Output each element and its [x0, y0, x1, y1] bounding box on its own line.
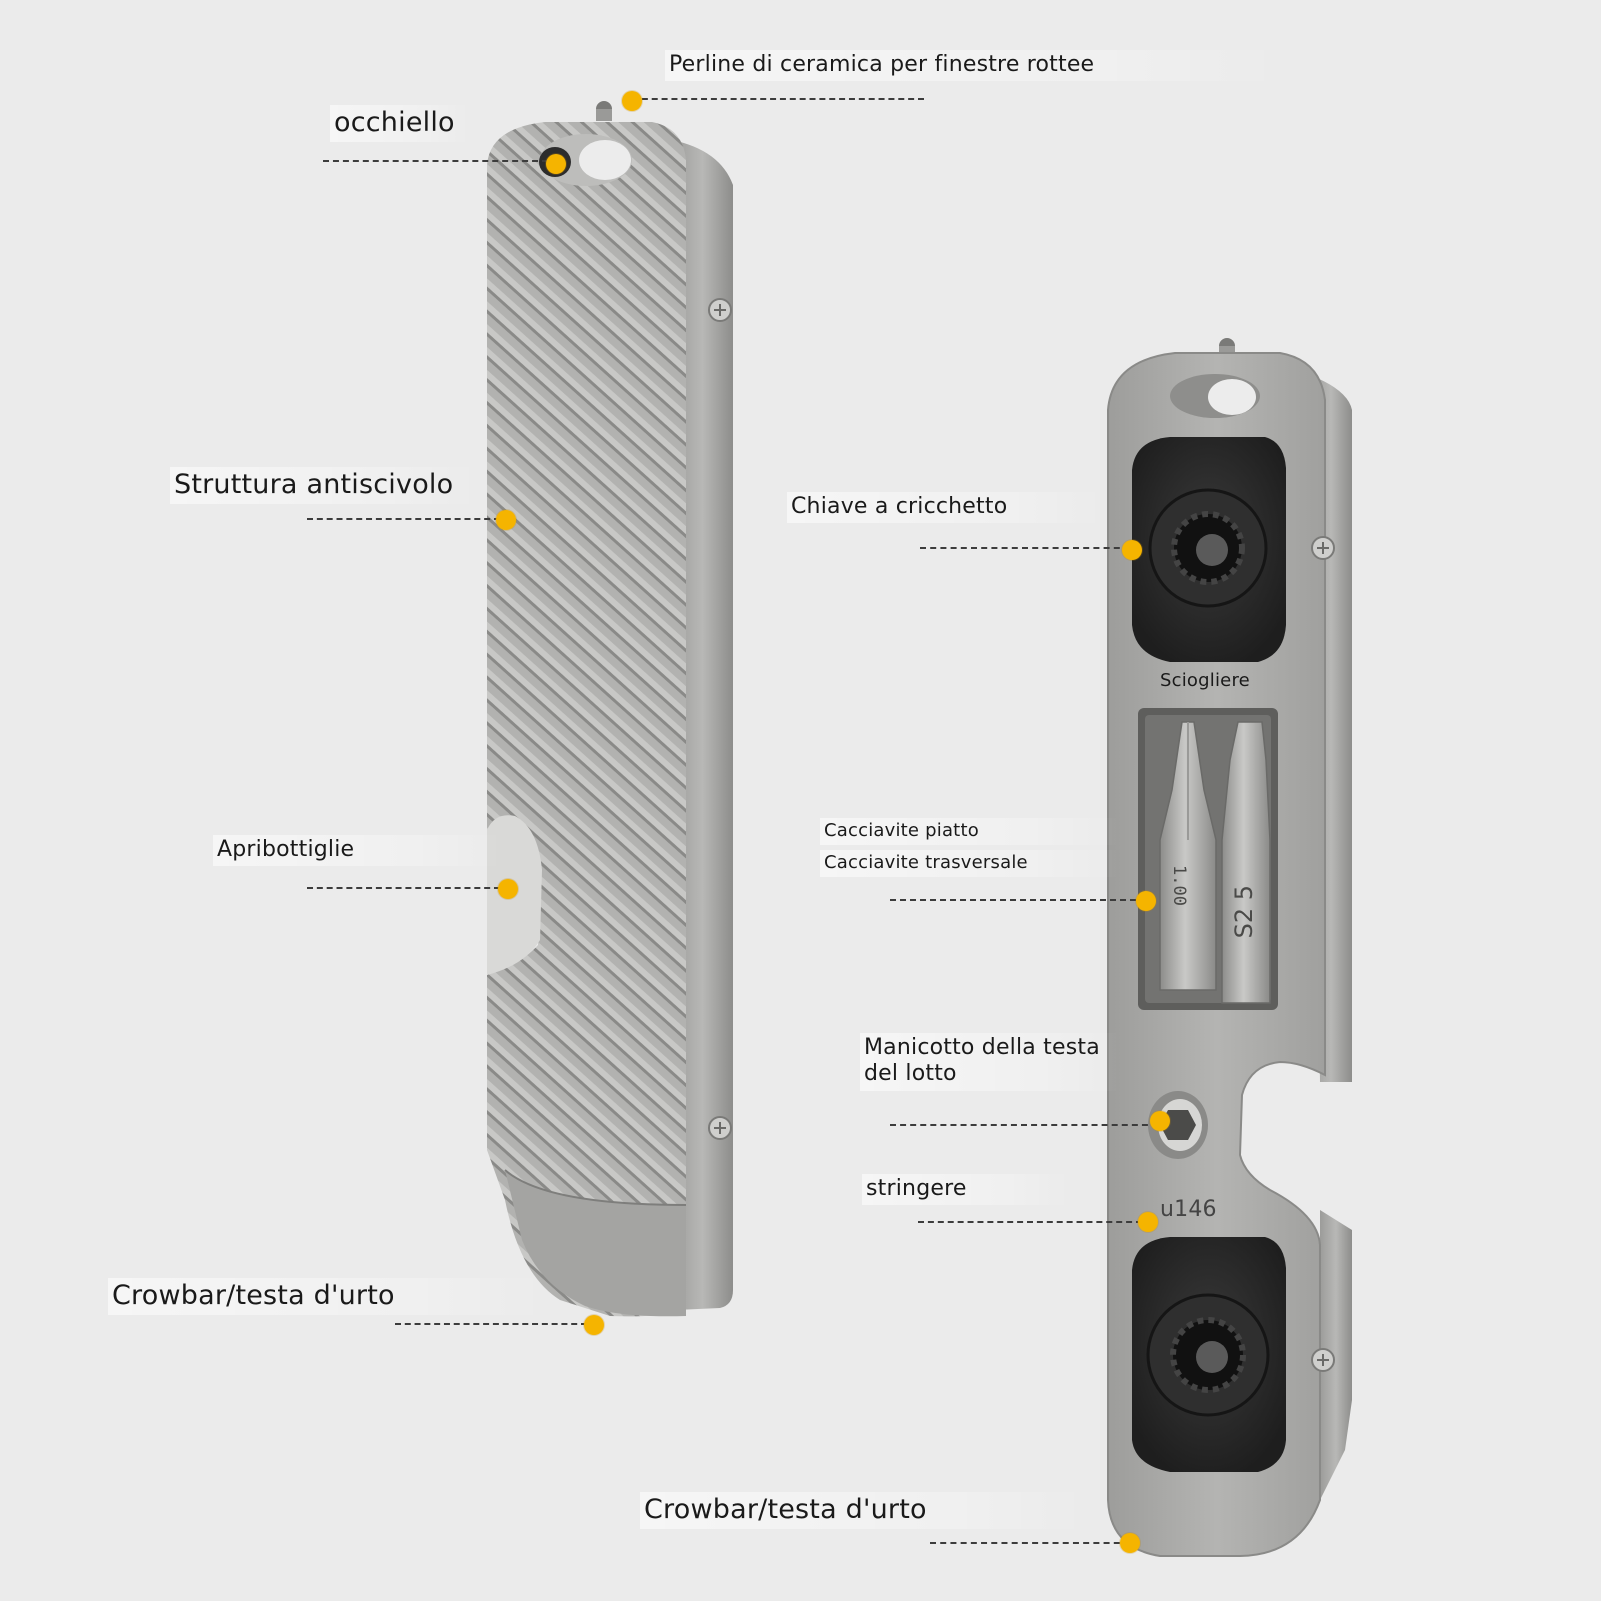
ceramic-beads-marker — [622, 91, 642, 111]
left-tool — [487, 101, 733, 1317]
cross-screwdriver-label: Cacciavite trasversale — [820, 850, 1118, 877]
ratchet-top — [1132, 437, 1286, 662]
screw-top-left — [708, 298, 732, 322]
flat-bit-marking: 1.00 — [1169, 865, 1189, 906]
tighten-marker — [1138, 1212, 1158, 1232]
screwdriver-marker — [1136, 891, 1156, 911]
model-code: u146 — [1160, 1197, 1217, 1222]
flat-bit — [1221, 721, 1271, 1004]
ceramic-beads-label: Perline di ceramica per finestre rottee — [665, 50, 1283, 81]
eyelet-label: occhiello — [330, 105, 469, 142]
screw-top-right — [1311, 536, 1335, 560]
ceramic-beads-leader — [632, 98, 924, 100]
bit-sleeve-marker — [1150, 1111, 1170, 1131]
flat-screwdriver-label: Cacciavite piatto — [820, 818, 1118, 845]
eyelet-hole-right — [1170, 374, 1260, 418]
eyelet-marker — [546, 154, 566, 174]
bit-sleeve-hole — [1148, 1091, 1208, 1159]
bit-compartment: 1.00 S2 5 — [1138, 708, 1278, 1010]
screwdriver-leader — [890, 899, 1146, 901]
crowbar-left-marker — [584, 1315, 604, 1335]
bottle-opener-marker — [498, 879, 518, 899]
crowbar-left-label: Crowbar/testa d'urto — [108, 1278, 546, 1315]
crowbar-bevel — [505, 1170, 686, 1317]
cross-bit-marking: S2 5 — [1230, 885, 1258, 938]
screw-bottom-left — [708, 1116, 732, 1140]
cross-bit — [1159, 721, 1217, 991]
ratchet-marker — [1122, 540, 1142, 560]
crowbar-left-leader — [395, 1323, 587, 1325]
anti-slip-label: Struttura antiscivolo — [170, 467, 478, 504]
right-tool: 1.00 S2 5 — [1107, 338, 1352, 1557]
tighten-leader — [918, 1221, 1142, 1223]
eyelet-leader — [323, 160, 548, 162]
crowbar-right-leader — [930, 1542, 1130, 1544]
ratchet-bottom — [1132, 1237, 1286, 1472]
loosen-label: Sciogliere — [1160, 670, 1250, 691]
anti-slip-leader — [307, 518, 500, 520]
bit-sleeve-leader — [890, 1124, 1158, 1126]
anti-slip-marker — [496, 510, 516, 530]
screw-bottom-right — [1311, 1348, 1335, 1372]
tighten-label: stringere — [862, 1174, 1070, 1205]
bit-sleeve-label: Manicotto della testa del lotto — [860, 1033, 1118, 1091]
bottle-opener-leader — [307, 887, 500, 889]
crowbar-right-label: Crowbar/testa d'urto — [640, 1492, 1088, 1529]
anti-slip-face — [487, 122, 686, 1317]
ratchet-label: Chiave a cricchetto — [787, 492, 1105, 523]
bottle-opener-label: Apribottiglie — [213, 835, 501, 866]
ratchet-leader — [920, 547, 1130, 549]
crowbar-right-marker — [1120, 1533, 1140, 1553]
